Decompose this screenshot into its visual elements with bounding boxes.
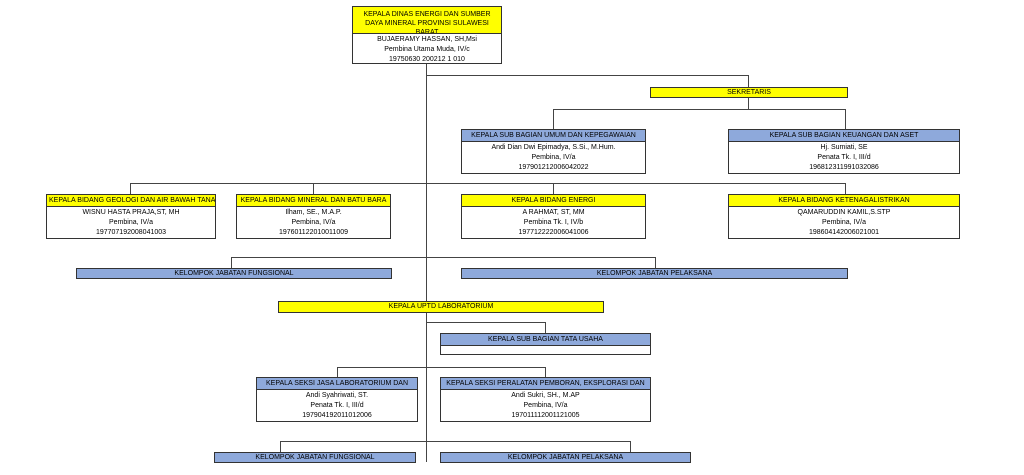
bidang-energi-title: KEPALA BIDANG ENERGI bbox=[462, 195, 645, 207]
bidang-geologi-nip: 197707192008041003 bbox=[95, 229, 167, 236]
bidang-mineral-title: KEPALA BIDANG MINERAL DAN BATU BARA bbox=[237, 195, 390, 207]
seksi-peralatan-rank: Pembina, IV/a bbox=[523, 402, 568, 409]
subbag-tata-usaha-box: KEPALA SUB BAGIAN TATA USAHA bbox=[440, 333, 651, 355]
bidang-geologi-title: KEPALA BIDANG GEOLOGI DAN AIR BAWAH TANA… bbox=[47, 195, 215, 207]
bidang-listrik-name: QAMARUDDIN KAMIL,S.STP bbox=[797, 209, 891, 216]
head-title: KEPALA DINAS ENERGI DAN SUMBER DAYA MINE… bbox=[353, 7, 501, 34]
bidang-listrik-box: KEPALA BIDANG KETENAGALISTRIKAN QAMARUDD… bbox=[728, 194, 960, 239]
connector-line bbox=[130, 183, 846, 184]
bidang-mineral-name: Ilham, SE., M.A.P. bbox=[285, 209, 342, 216]
kelompok-fungsional-2: KELOMPOK JABATAN FUNGSIONAL bbox=[214, 452, 416, 463]
subbag-keuangan-name: Hj. Sumiati, SE bbox=[820, 144, 868, 151]
subbag-umum-nip: 197901212006042022 bbox=[518, 164, 589, 171]
kelompok-fungsional-1: KELOMPOK JABATAN FUNGSIONAL bbox=[76, 268, 392, 279]
seksi-jasa-nip: 197904192011012006 bbox=[302, 412, 372, 419]
subbag-keuangan-rank: Penata Tk. I, III/d bbox=[817, 154, 871, 161]
subbag-umum-name: Andi Dian Dwi Epimadya, S.Si., M.Hum. bbox=[491, 144, 616, 151]
head-rank: Pembina Utama Muda, IV/c bbox=[384, 46, 470, 53]
subbag-umum-box: KEPALA SUB BAGIAN UMUM DAN KEPEGAWAIAN A… bbox=[461, 129, 646, 174]
connector-line bbox=[231, 257, 655, 258]
bidang-energi-box: KEPALA BIDANG ENERGI A RAHMAT, ST, MM Pe… bbox=[461, 194, 646, 239]
seksi-jasa-rank: Penata Tk. I, III/d bbox=[310, 402, 364, 409]
kelompok-pelaksana-1: KELOMPOK JABATAN PELAKSANA bbox=[461, 268, 848, 279]
kelompok-pelaksana-2-label: KELOMPOK JABATAN PELAKSANA bbox=[507, 454, 624, 461]
subbag-keuangan-nip: 196812311991032086 bbox=[809, 164, 879, 171]
connector-line bbox=[748, 75, 749, 87]
seksi-jasa-title: KEPALA SEKSI JASA LABORATORIUM DAN bbox=[257, 378, 417, 390]
connector-line bbox=[553, 109, 554, 129]
connector-line bbox=[553, 109, 845, 110]
connector-line bbox=[130, 183, 131, 194]
connector-line bbox=[845, 183, 846, 194]
kelompok-pelaksana-1-label: KELOMPOK JABATAN PELAKSANA bbox=[596, 270, 713, 277]
connector-line bbox=[845, 109, 846, 129]
connector-line bbox=[655, 257, 656, 268]
connector-line bbox=[426, 75, 748, 76]
sekretaris-box: SEKRETARIS bbox=[650, 87, 848, 98]
connector-line bbox=[337, 367, 545, 368]
subbag-keuangan-details: Hj. Sumiati, SE Penata Tk. I, III/d 1968… bbox=[729, 142, 959, 173]
bidang-mineral-details: Ilham, SE., M.A.P. Pembina, IV/a 1976011… bbox=[237, 207, 390, 238]
head-box: KEPALA DINAS ENERGI DAN SUMBER DAYA MINE… bbox=[352, 6, 502, 64]
connector-line bbox=[426, 322, 545, 323]
seksi-peralatan-nip: 197011112001121005 bbox=[511, 412, 580, 419]
connector-line bbox=[231, 257, 232, 268]
subbag-umum-title: KEPALA SUB BAGIAN UMUM DAN KEPEGAWAIAN bbox=[462, 130, 645, 142]
bidang-energi-rank: Pembina Tk. I, IV/b bbox=[523, 219, 584, 226]
kelompok-fungsional-2-label: KELOMPOK JABATAN FUNGSIONAL bbox=[255, 454, 375, 461]
bidang-listrik-title: KEPALA BIDANG KETENAGALISTRIKAN bbox=[729, 195, 959, 207]
bidang-mineral-box: KEPALA BIDANG MINERAL DAN BATU BARA Ilha… bbox=[236, 194, 391, 239]
seksi-jasa-box: KEPALA SEKSI JASA LABORATORIUM DAN Andi … bbox=[256, 377, 418, 422]
uptd-title: KEPALA UPTD LABORATORIUM bbox=[388, 303, 494, 310]
seksi-peralatan-details: Andi Sukri, SH., M.AP Pembina, IV/a 1970… bbox=[441, 390, 650, 421]
bidang-listrik-details: QAMARUDDIN KAMIL,S.STP Pembina, IV/a 198… bbox=[729, 207, 959, 238]
subbag-umum-rank: Pembina, IV/a bbox=[531, 154, 576, 161]
seksi-peralatan-name: Andi Sukri, SH., M.AP bbox=[511, 392, 580, 399]
subbag-keuangan-box: KEPALA SUB BAGIAN KEUANGAN DAN ASET Hj. … bbox=[728, 129, 960, 174]
head-details: BUJAERAMY HASSAN, SH,Msi Pembina Utama M… bbox=[353, 34, 501, 65]
bidang-energi-name: A RAHMAT, ST, MM bbox=[522, 209, 585, 216]
head-name: BUJAERAMY HASSAN, SH,Msi bbox=[377, 36, 477, 43]
seksi-jasa-details: Andi Syahriwati, ST. Penata Tk. I, III/d… bbox=[257, 390, 417, 421]
bidang-geologi-details: WISNU HASTA PRAJA,ST, MH Pembina, IV/a 1… bbox=[47, 207, 215, 238]
uptd-box: KEPALA UPTD LABORATORIUM bbox=[278, 301, 604, 313]
kelompok-fungsional-1-label: KELOMPOK JABATAN FUNGSIONAL bbox=[174, 270, 294, 277]
bidang-mineral-rank: Pembina, IV/a bbox=[291, 219, 336, 226]
connector-line bbox=[748, 98, 749, 109]
connector-line bbox=[313, 183, 314, 194]
connector-line bbox=[337, 367, 338, 377]
subbag-umum-details: Andi Dian Dwi Epimadya, S.Si., M.Hum. Pe… bbox=[462, 142, 645, 173]
head-nip: 19750630 200212 1 010 bbox=[389, 56, 465, 63]
connector-line bbox=[426, 64, 427, 462]
bidang-geologi-box: KEPALA BIDANG GEOLOGI DAN AIR BAWAH TANA… bbox=[46, 194, 216, 239]
bidang-energi-nip: 197712222006041006 bbox=[518, 229, 589, 236]
bidang-mineral-nip: 197601122010011009 bbox=[278, 229, 349, 236]
bidang-energi-details: A RAHMAT, ST, MM Pembina Tk. I, IV/b 197… bbox=[462, 207, 645, 238]
sekretaris-title: SEKRETARIS bbox=[727, 89, 771, 96]
connector-line bbox=[545, 322, 546, 333]
bidang-geologi-rank: Pembina, IV/a bbox=[109, 219, 153, 226]
bidang-listrik-rank: Pembina, IV/a bbox=[822, 219, 866, 226]
bidang-geologi-name: WISNU HASTA PRAJA,ST, MH bbox=[82, 209, 180, 216]
kelompok-pelaksana-2: KELOMPOK JABATAN PELAKSANA bbox=[440, 452, 691, 463]
connector-line bbox=[280, 441, 281, 452]
connector-line bbox=[280, 441, 630, 442]
connector-line bbox=[545, 367, 546, 377]
bidang-listrik-nip: 198604142006021001 bbox=[808, 229, 880, 236]
connector-line bbox=[553, 183, 554, 194]
connector-line bbox=[630, 441, 631, 452]
seksi-jasa-name: Andi Syahriwati, ST. bbox=[305, 392, 369, 399]
seksi-peralatan-title: KEPALA SEKSI PERALATAN PEMBORAN, EKSPLOR… bbox=[441, 378, 650, 390]
seksi-peralatan-box: KEPALA SEKSI PERALATAN PEMBORAN, EKSPLOR… bbox=[440, 377, 651, 422]
subbag-tata-usaha-title: KEPALA SUB BAGIAN TATA USAHA bbox=[441, 334, 650, 346]
subbag-keuangan-title: KEPALA SUB BAGIAN KEUANGAN DAN ASET bbox=[729, 130, 959, 142]
